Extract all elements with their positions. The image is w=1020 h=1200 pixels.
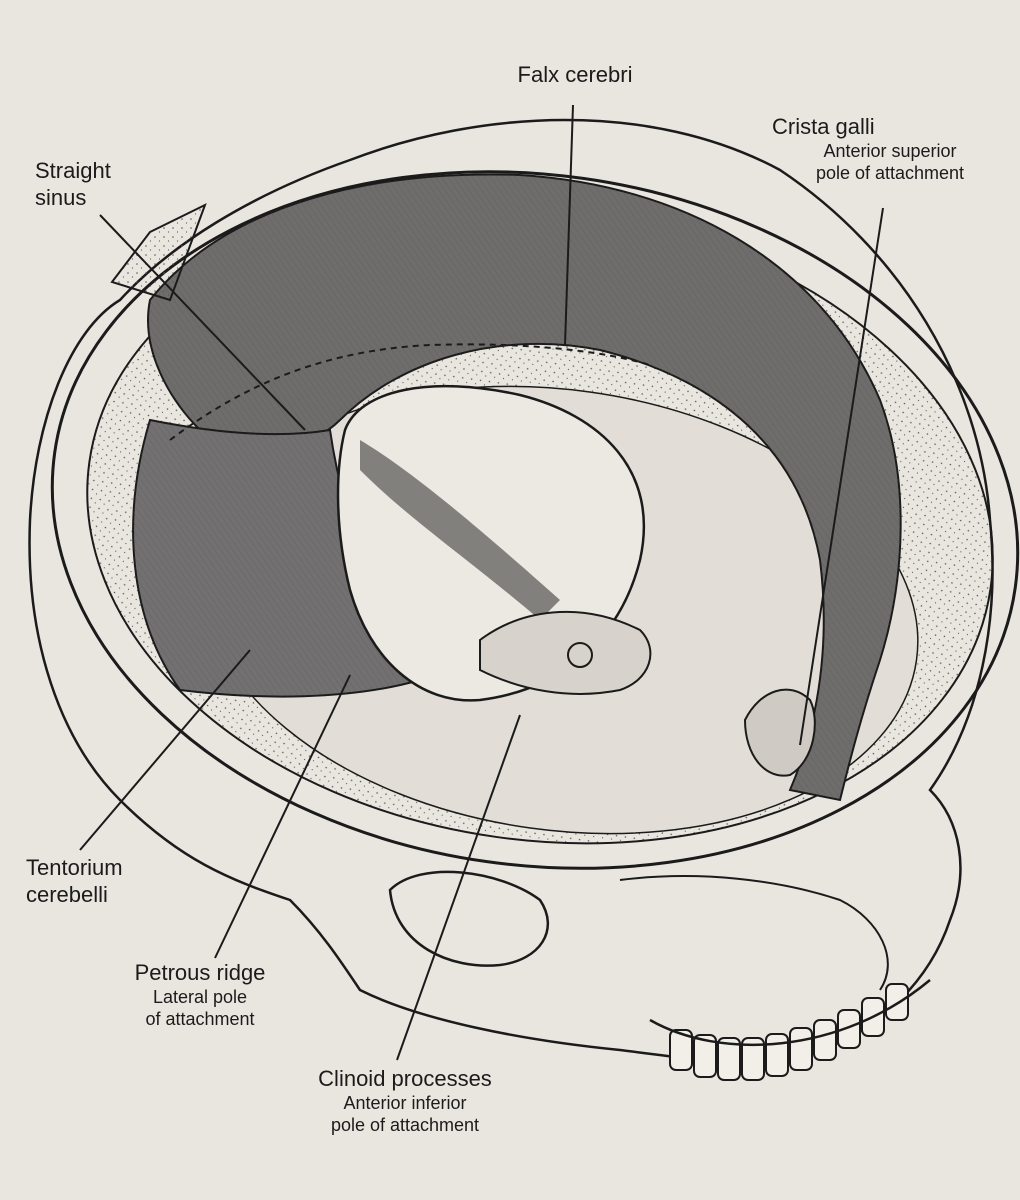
tentorium-line2: cerebelli — [26, 881, 108, 907]
leader-straight-sinus — [99, 214, 306, 431]
falx-attachment-dashed — [169, 343, 651, 441]
zygomatic-outline — [619, 875, 889, 991]
label-crista-galli: Crista galli Anterior superior pole of a… — [770, 114, 1010, 185]
crista-galli-line1: Anterior superior — [823, 140, 957, 161]
label-straight-sinus: Straight sinus — [35, 158, 111, 212]
leader-tentorium — [79, 649, 251, 851]
clinoid-line1: Anterior inferior — [343, 1092, 467, 1113]
leader-petrous — [214, 674, 351, 959]
petrous-ridge-line2: of attachment — [145, 1008, 255, 1029]
leader-clinoid — [396, 714, 521, 1061]
calvaria-rim-outer — [50, 170, 1020, 870]
clinoid-title: Clinoid processes — [318, 1066, 492, 1091]
label-clinoid: Clinoid processes Anterior inferior pole… — [285, 1066, 525, 1137]
maxilla-outline — [649, 979, 931, 1047]
straight-sinus-band — [110, 203, 207, 302]
label-falx-cerebri: Falx cerebri — [490, 62, 660, 89]
leader-lines — [79, 104, 884, 1061]
sella-marking — [567, 642, 593, 668]
crista-galli-shape — [743, 688, 816, 777]
label-petrous-ridge: Petrous ridge Lateral pole of attachment — [100, 960, 300, 1031]
straight-sinus-line2: sinus — [35, 184, 87, 210]
petrous-ridge-title: Petrous ridge — [134, 960, 266, 985]
tentorium-line1: Tentorium — [26, 855, 123, 880]
sella-region — [479, 610, 652, 695]
label-tentorium: Tentorium cerebelli — [26, 855, 123, 909]
leader-falx — [564, 104, 574, 346]
falx-cerebri-text: Falx cerebri — [517, 62, 633, 87]
leader-crista — [799, 207, 884, 746]
crista-galli-line2: pole of attachment — [815, 162, 965, 183]
straight-sinus-line1: Straight — [35, 158, 111, 183]
clinoid-line2: pole of attachment — [330, 1114, 480, 1135]
petrous-ridge-line1: Lateral pole — [152, 986, 248, 1007]
orbit-outline — [388, 870, 550, 967]
crista-galli-title: Crista galli — [772, 114, 875, 139]
